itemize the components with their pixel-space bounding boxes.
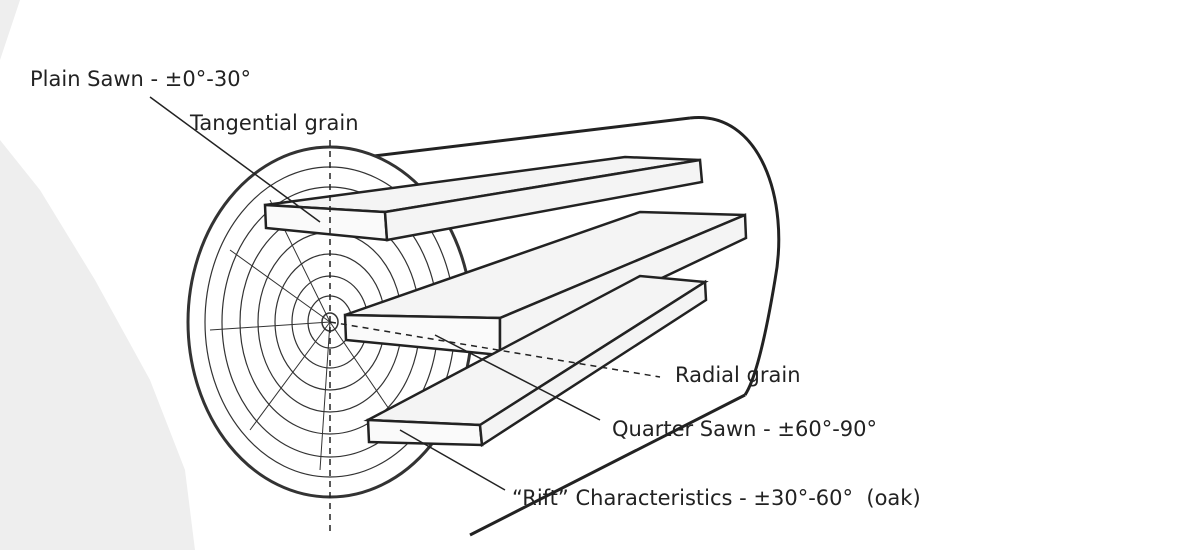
log-cylinder	[339, 116, 781, 537]
radial-grain-label: Radial grain	[675, 363, 801, 387]
plain-sawn-board	[263, 155, 704, 242]
tangential-grain-label: Tangential grain	[189, 111, 359, 135]
plain-sawn-label: Plain Sawn - ±0°-30°	[30, 67, 251, 91]
rift-label: “Rift” Characteristics - ±30°-60° (oak)	[512, 486, 921, 510]
leader-lines	[149, 96, 661, 535]
quarter-sawn-label: Quarter Sawn - ±60°-90°	[612, 417, 877, 441]
rift-sawn-board	[363, 274, 709, 448]
